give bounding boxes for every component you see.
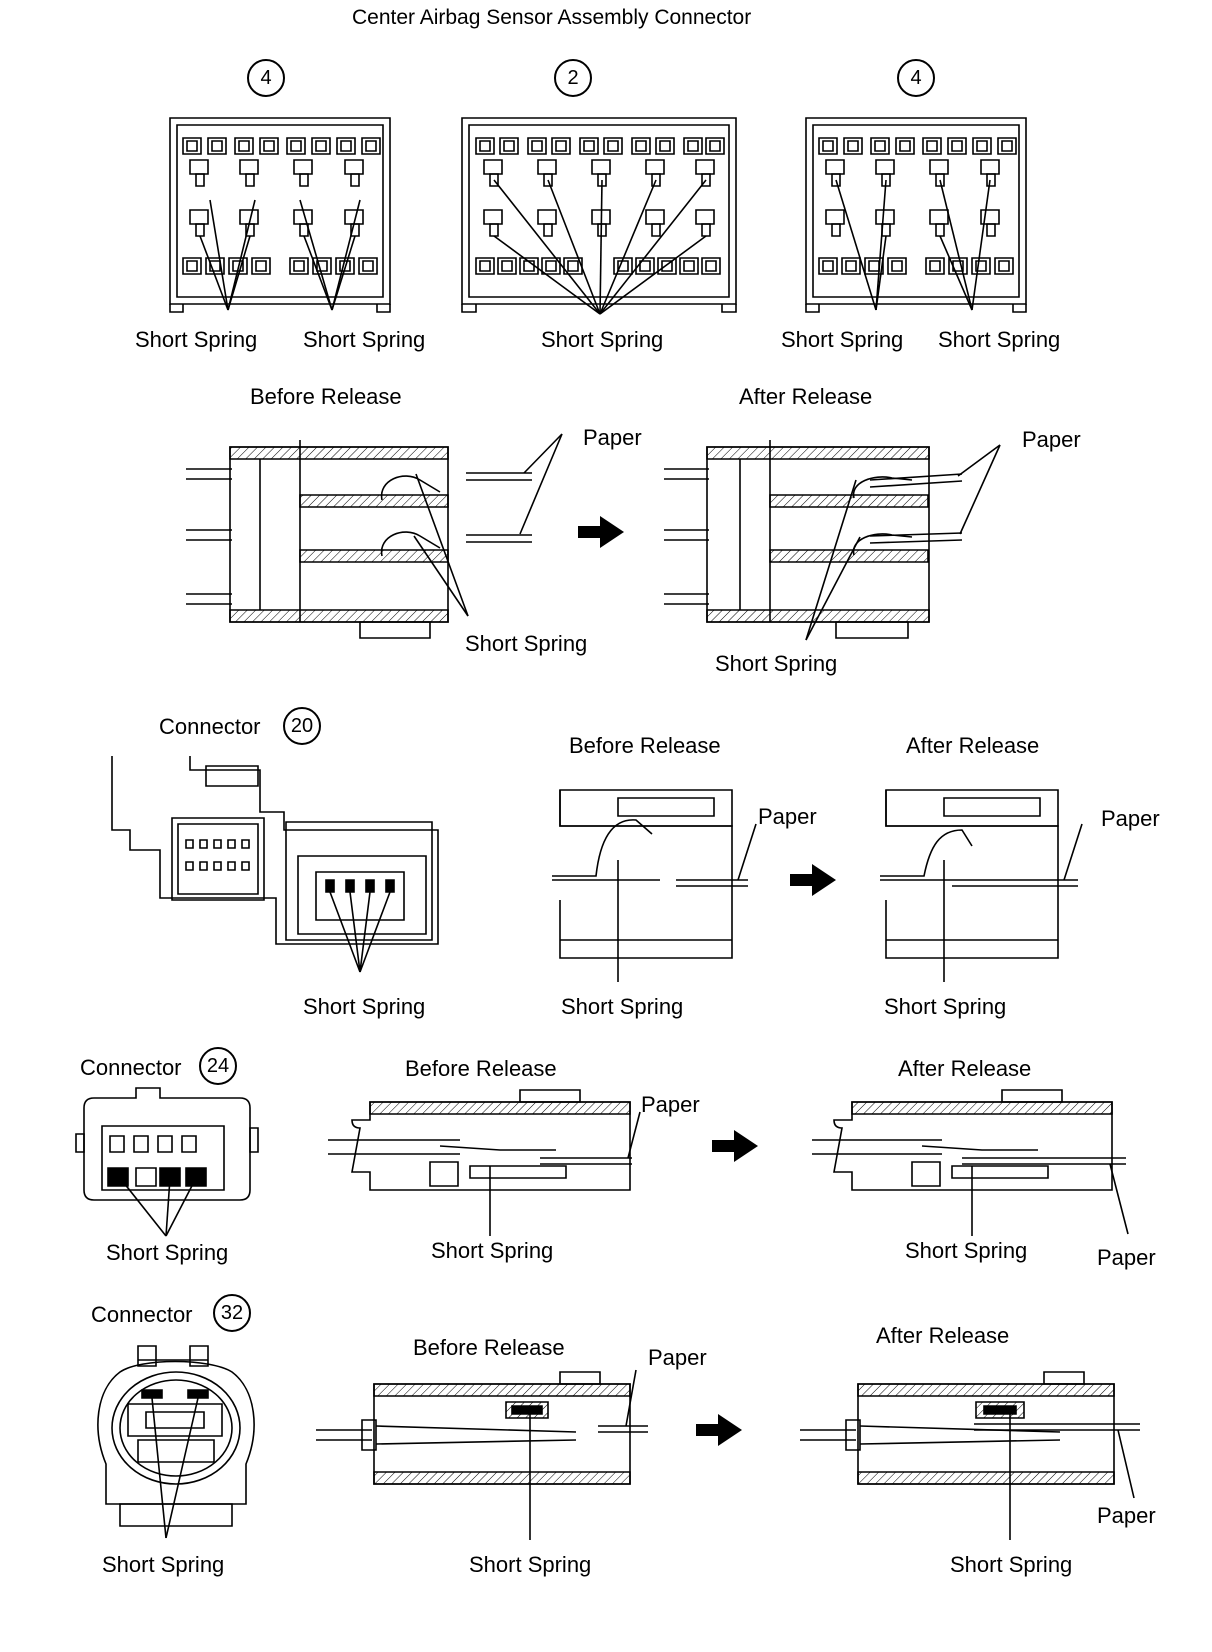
connector-24-before [328, 1090, 640, 1236]
center-section-after [664, 440, 1000, 640]
connector-number-badge: 32 [213, 1294, 251, 1332]
paper-label: Paper [1097, 1245, 1156, 1270]
arrow-icon [578, 516, 624, 548]
short-spring-label: Short Spring [715, 651, 838, 676]
paper-label: Paper [1022, 427, 1081, 452]
short-spring-label: Short Spring [905, 1238, 1028, 1263]
before-release-label: Before Release [250, 384, 402, 409]
paper-label: Paper [1101, 806, 1160, 831]
connector-label: Connector [80, 1055, 182, 1080]
center-connector-right [806, 118, 1026, 312]
short-spring-label: Short Spring [469, 1552, 592, 1577]
connector-label: Connector [91, 1302, 193, 1327]
short-spring-label: Short Spring [950, 1552, 1073, 1577]
arrow-icon [790, 864, 836, 896]
short-spring-label: Short Spring [135, 327, 258, 352]
short-spring-label: Short Spring [561, 994, 684, 1019]
short-spring-label: Short Spring [431, 1238, 554, 1263]
after-release-label: After Release [898, 1056, 1032, 1081]
paper-label: Paper [758, 804, 817, 829]
short-spring-label: Short Spring [938, 327, 1061, 352]
after-release-label: After Release [739, 384, 873, 409]
paper-label: Paper [1097, 1503, 1156, 1528]
connector-number-badge: 2 [554, 59, 592, 97]
paper-label: Paper [583, 425, 642, 450]
short-spring-label: Short Spring [541, 327, 664, 352]
short-spring-label: Short Spring [884, 994, 1007, 1019]
connector-number-badge: 4 [247, 59, 285, 97]
arrow-icon [696, 1414, 742, 1446]
connector-20-after [880, 790, 1082, 982]
connector-24-after [812, 1090, 1128, 1236]
center-section-before [186, 434, 562, 638]
connector-32-after [800, 1372, 1140, 1540]
connector-number-badge: 24 [199, 1047, 237, 1085]
short-spring-label: Short Spring [465, 631, 588, 656]
center-connector-middle [462, 118, 736, 314]
short-spring-label: Short Spring [102, 1552, 225, 1577]
short-spring-label: Short Spring [106, 1240, 229, 1265]
connector-32-face [98, 1346, 254, 1538]
after-release-label: After Release [906, 733, 1040, 758]
connector-label: Connector [159, 714, 261, 739]
center-connector-left [170, 118, 390, 312]
paper-label: Paper [648, 1345, 707, 1370]
after-release-label: After Release [876, 1323, 1010, 1348]
short-spring-label: Short Spring [303, 327, 426, 352]
before-release-label: Before Release [569, 733, 721, 758]
arrow-icon [712, 1130, 758, 1162]
connector-24-face [76, 1088, 258, 1236]
connector-number-badge: 4 [897, 59, 935, 97]
connector-20-before [552, 790, 756, 982]
paper-label: Paper [641, 1092, 700, 1117]
connector-32-before [316, 1370, 648, 1540]
short-spring-label: Short Spring [303, 994, 426, 1019]
short-spring-label: Short Spring [781, 327, 904, 352]
connector-number-badge: 20 [283, 707, 321, 745]
page-title: Center Airbag Sensor Assembly Connector [352, 6, 752, 29]
connector-20-face [112, 756, 438, 972]
before-release-label: Before Release [413, 1335, 565, 1360]
before-release-label: Before Release [405, 1056, 557, 1081]
